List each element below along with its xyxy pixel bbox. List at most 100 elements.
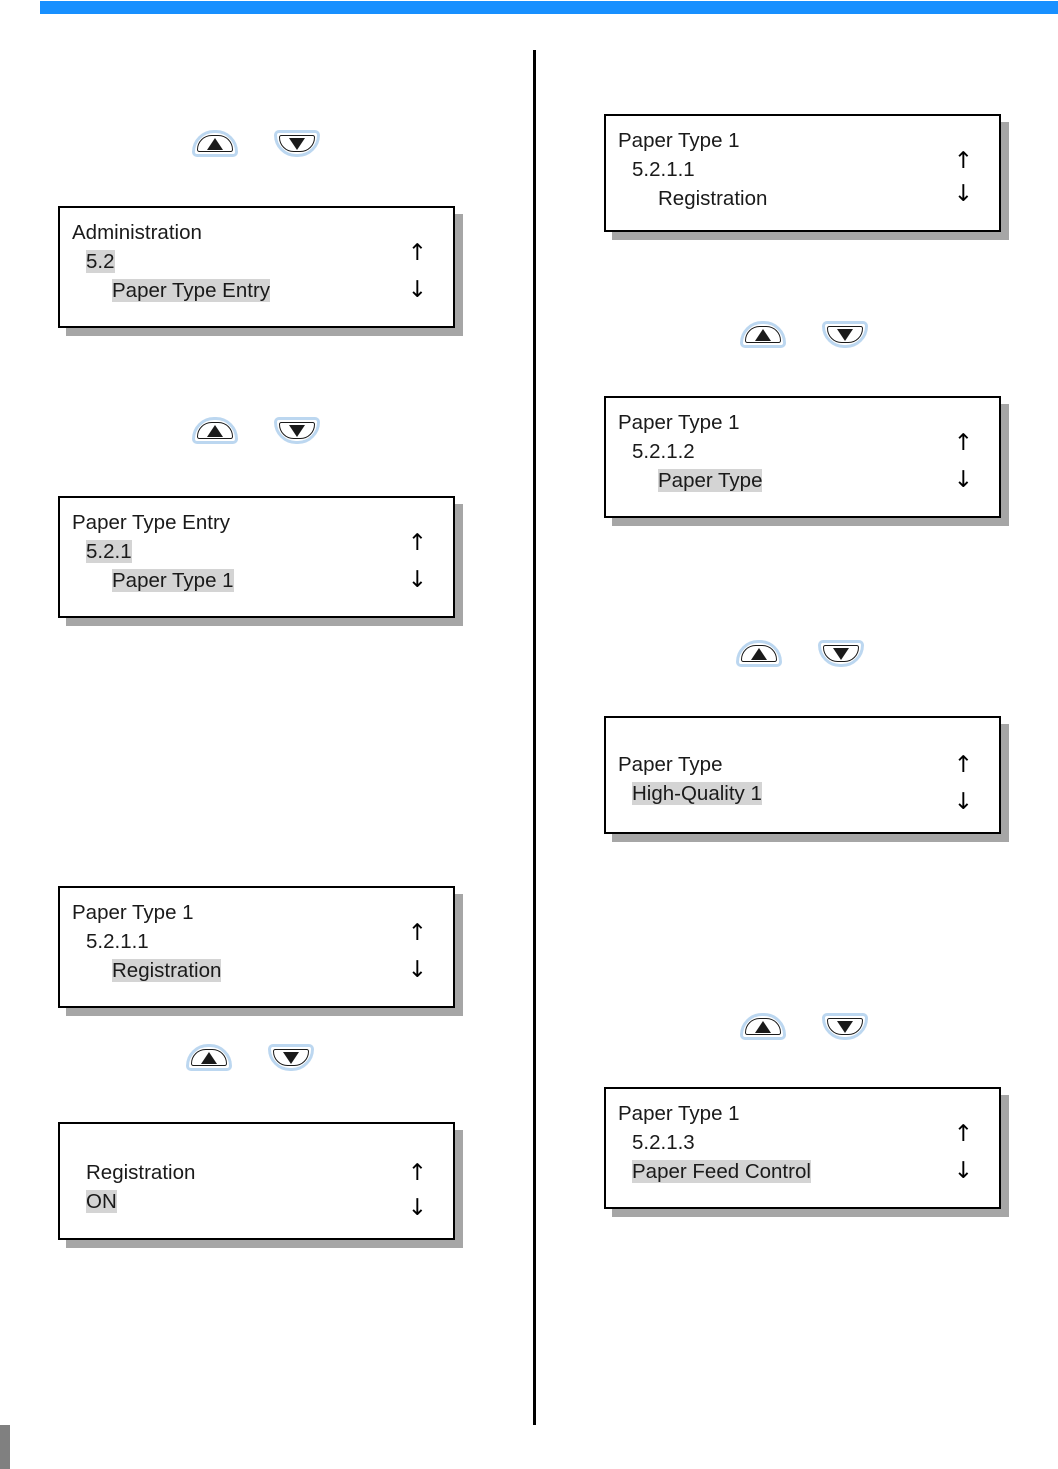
lcd-line: 5.2.1.2 <box>606 437 999 466</box>
triangle-up-icon <box>207 137 223 150</box>
arrow-up-key[interactable] <box>740 321 786 348</box>
lcd-line-text: Registration <box>86 1161 196 1184</box>
scroll-up-indicator-icon: ↑ <box>953 430 973 456</box>
triangle-up-icon <box>755 328 771 341</box>
triangle-down-icon <box>837 328 853 341</box>
lcd-line-text: Paper Feed Control <box>632 1160 811 1183</box>
lcd-line: 5.2.1.1 <box>60 927 453 956</box>
lcd-panel-paper-type-1-paper-feed-control: Paper Type 1 5.2.1.3 Paper Feed Control … <box>604 1087 1001 1209</box>
lcd-line: Paper Type Entry <box>60 508 453 537</box>
lcd-line: 5.2 <box>60 247 453 276</box>
lcd-line: Paper Type <box>606 466 999 495</box>
lcd-line: Paper Type 1 <box>606 408 999 437</box>
lcd-line: 5.2.1.1 <box>606 155 999 184</box>
scroll-up-indicator-icon: ↑ <box>407 920 427 946</box>
bottom-left-page-tab <box>0 1425 10 1469</box>
lcd-panel-paper-type-value: Paper Type High-Quality 1 ↑ ↓ <box>604 716 1001 834</box>
lcd-panel-administration: Administration 5.2 Paper Type Entry ↑ ↓ <box>58 206 455 328</box>
lcd-line-text: Paper Type <box>658 469 763 492</box>
lcd-line-text: 5.2.1.2 <box>632 440 695 463</box>
scroll-down-indicator-icon: ↓ <box>953 467 973 493</box>
lcd-line: 5.2.1.3 <box>606 1128 999 1157</box>
lcd-line-text: 5.2.1.1 <box>86 930 149 953</box>
arrow-down-key[interactable] <box>274 130 320 157</box>
key-pair-left-3 <box>186 1044 314 1071</box>
arrow-down-key[interactable] <box>822 1013 868 1040</box>
triangle-down-icon <box>833 647 849 660</box>
scroll-down-indicator-icon: ↓ <box>953 789 973 815</box>
triangle-down-icon <box>283 1051 299 1064</box>
lcd-line-text: High-Quality 1 <box>632 782 762 805</box>
lcd-line-text: Paper Type Entry <box>72 511 231 534</box>
lcd-line-text: Paper Type 1 <box>72 901 194 924</box>
lcd-line-text: Registration <box>658 187 768 210</box>
triangle-down-icon <box>837 1020 853 1033</box>
triangle-down-icon <box>289 137 305 150</box>
triangle-up-icon <box>201 1051 217 1064</box>
scroll-up-indicator-icon: ↑ <box>407 1160 427 1186</box>
triangle-up-icon <box>751 647 767 660</box>
arrow-down-key[interactable] <box>268 1044 314 1071</box>
lcd-line-text: Paper Type 1 <box>618 411 740 434</box>
key-pair-right-2 <box>736 640 864 667</box>
lcd-line-text: Registration <box>112 959 222 982</box>
scroll-down-indicator-icon: ↓ <box>953 1158 973 1184</box>
top-blue-banner <box>40 1 1058 14</box>
lcd-line-text: 5.2.1.1 <box>632 158 695 181</box>
lcd-line-text: ON <box>86 1190 117 1213</box>
arrow-up-key[interactable] <box>192 130 238 157</box>
lcd-line: 5.2.1 <box>60 537 453 566</box>
lcd-line-text: 5.2 <box>86 250 115 273</box>
lcd-line-text: 5.2.1.3 <box>632 1131 695 1154</box>
left-column: Administration 5.2 Paper Type Entry ↑ ↓ … <box>58 130 455 1240</box>
scroll-up-indicator-icon: ↑ <box>953 148 973 174</box>
lcd-line: Administration <box>60 218 453 247</box>
lcd-line: Registration <box>60 956 453 985</box>
scroll-down-indicator-icon: ↓ <box>407 957 427 983</box>
key-pair-left-2 <box>192 417 320 444</box>
lcd-line: ON <box>60 1187 453 1216</box>
lcd-line: Paper Type Entry <box>60 276 453 305</box>
arrow-up-key[interactable] <box>736 640 782 667</box>
lcd-panel-registration-value: Registration ON ↑ ↓ <box>58 1122 455 1240</box>
lcd-line: Paper Type 1 <box>606 126 999 155</box>
lcd-line-text: Paper Type Entry <box>112 279 271 302</box>
lcd-line: High-Quality 1 <box>606 779 999 808</box>
arrow-down-key[interactable] <box>274 417 320 444</box>
lcd-line-text: Paper Type 1 <box>112 569 234 592</box>
arrow-up-key[interactable] <box>740 1013 786 1040</box>
arrow-up-key[interactable] <box>186 1044 232 1071</box>
lcd-line-text: Administration <box>72 221 202 244</box>
arrow-down-key[interactable] <box>818 640 864 667</box>
arrow-up-key[interactable] <box>192 417 238 444</box>
scroll-up-indicator-icon: ↑ <box>953 752 973 778</box>
lcd-line: Paper Type 1 <box>60 898 453 927</box>
lcd-line-text: Paper Type 1 <box>618 129 740 152</box>
right-column: Paper Type 1 5.2.1.1 Registration ↑ ↓ Pa… <box>536 0 1058 1469</box>
lcd-panel-paper-type-entry: Paper Type Entry 5.2.1 Paper Type 1 ↑ ↓ <box>58 496 455 618</box>
lcd-line: Paper Type 1 <box>60 566 453 595</box>
column-divider <box>533 50 536 1425</box>
scroll-down-indicator-icon: ↓ <box>407 277 427 303</box>
key-pair-right-3 <box>740 1013 868 1040</box>
scroll-down-indicator-icon: ↓ <box>953 181 973 207</box>
key-pair-right-1 <box>740 321 868 348</box>
lcd-line: Paper Type 1 <box>606 1099 999 1128</box>
lcd-line: Registration <box>60 1158 453 1187</box>
scroll-down-indicator-icon: ↓ <box>407 567 427 593</box>
scroll-down-indicator-icon: ↓ <box>407 1195 427 1221</box>
lcd-panel-paper-type-1-registration: Paper Type 1 5.2.1.1 Registration ↑ ↓ <box>58 886 455 1008</box>
lcd-line: Paper Feed Control <box>606 1157 999 1186</box>
key-pair-left-1 <box>192 130 320 157</box>
lcd-line: Paper Type <box>606 750 999 779</box>
triangle-up-icon <box>755 1020 771 1033</box>
lcd-line: Registration <box>606 184 999 213</box>
triangle-up-icon <box>207 424 223 437</box>
lcd-line-text: Paper Type <box>618 753 723 776</box>
scroll-up-indicator-icon: ↑ <box>407 530 427 556</box>
lcd-line-text: 5.2.1 <box>86 540 132 563</box>
scroll-up-indicator-icon: ↑ <box>407 240 427 266</box>
arrow-down-key[interactable] <box>822 321 868 348</box>
lcd-panel-paper-type-1-registration-plain: Paper Type 1 5.2.1.1 Registration ↑ ↓ <box>604 114 1001 232</box>
lcd-panel-paper-type-1-paper-type: Paper Type 1 5.2.1.2 Paper Type ↑ ↓ <box>604 396 1001 518</box>
